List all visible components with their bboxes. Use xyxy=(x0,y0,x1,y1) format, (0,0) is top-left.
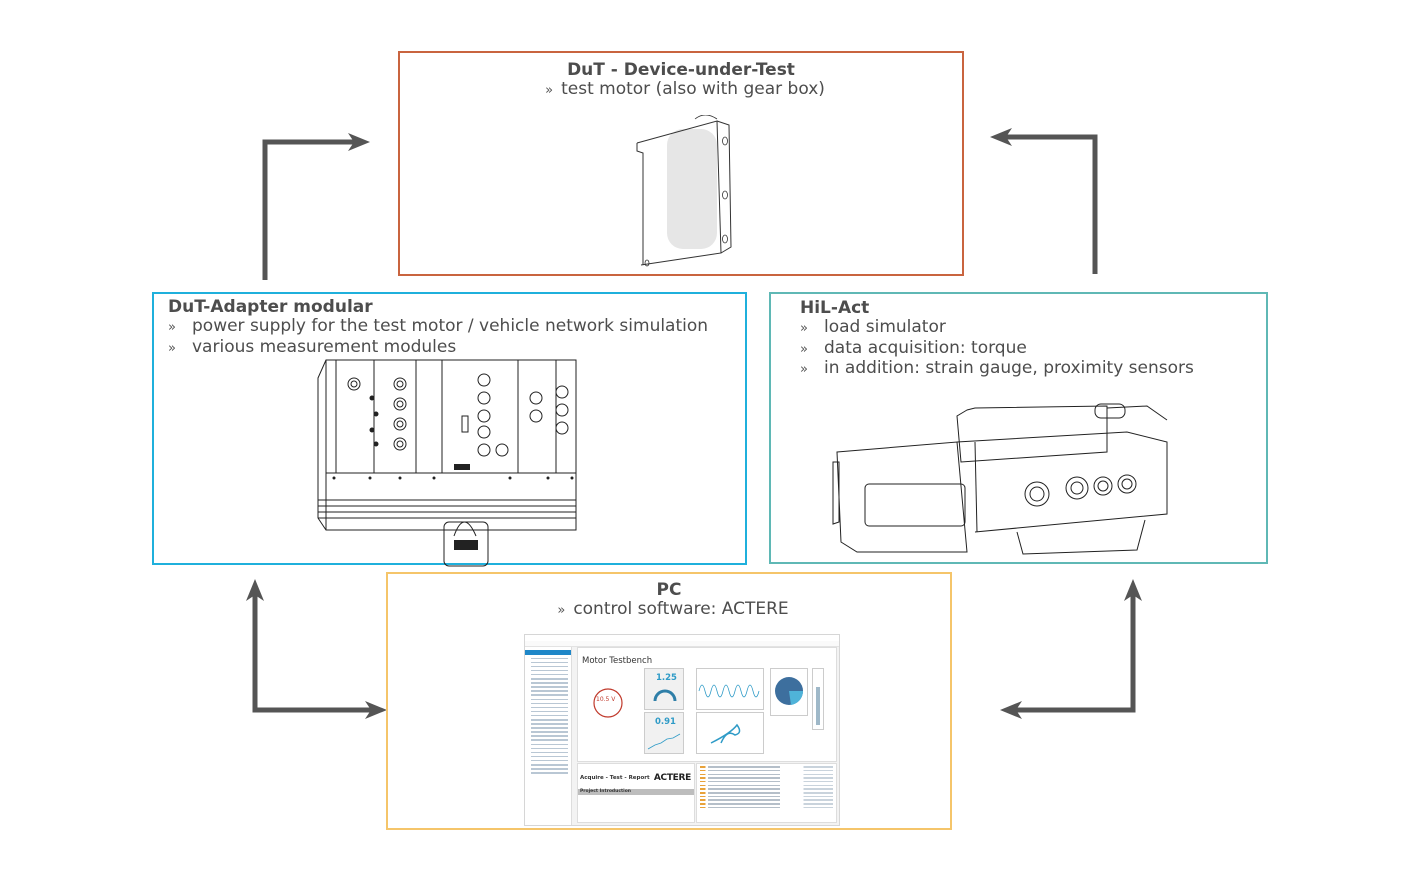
bullet-icon: » xyxy=(168,320,176,335)
screenshot-project-tree xyxy=(525,647,572,825)
dut-title: DuT - Device-under-Test xyxy=(567,60,795,80)
level-bar xyxy=(812,668,824,730)
adapter-bullet: »power supply for the test motor / vehic… xyxy=(168,316,709,336)
screenshot-menubar xyxy=(525,641,839,647)
arrow-pc-adapter xyxy=(252,590,378,713)
bullet-icon: » xyxy=(800,341,808,357)
project-section: Project Introduction xyxy=(578,789,694,795)
hil-act-box: HiL-Act »load simulator »data acquisitio… xyxy=(769,292,1268,564)
arrow-pc-hil xyxy=(1010,590,1136,713)
value-panel-2: 0.91 xyxy=(644,712,684,754)
screenshot-titlebar xyxy=(525,635,839,641)
actere-logo: ACTERE xyxy=(653,773,691,783)
dut-adapter-box: DuT-Adapter modular »power supply for th… xyxy=(152,292,747,567)
value-panel-1: 1.25 xyxy=(644,668,684,710)
bullet-icon: » xyxy=(168,340,176,356)
screenshot-window-title: Motor Testbench xyxy=(582,656,653,666)
arrow-hil-to-dut xyxy=(1000,134,1098,274)
adapter-bullet: »various measurement modules xyxy=(168,336,457,357)
pie-chart xyxy=(770,668,808,716)
arrow-head-left-icon xyxy=(1000,701,1022,719)
hil-title: HiL-Act xyxy=(800,298,870,318)
screenshot-report-panel: Acquire - Test - Report ACTERE Project I… xyxy=(577,763,695,823)
dut-box: DuT - Device-under-Test »test motor (als… xyxy=(398,51,964,276)
hil-bullet: »data acquisition: torque xyxy=(800,337,1027,358)
arrow-head-right-icon xyxy=(348,133,370,151)
test-motor-illustration xyxy=(636,115,732,267)
voltage-value: 10.5 V xyxy=(596,696,616,703)
actere-software-screenshot: Motor Testbench 10.5 V 1.25 0.91 xyxy=(524,634,840,826)
hil-bullet: »in addition: strain gauge, proximity se… xyxy=(800,358,1194,378)
bullet-icon: » xyxy=(800,321,808,336)
bullet-icon: » xyxy=(545,83,554,98)
voltage-gauge-icon xyxy=(593,688,623,718)
arrow-adapter-to-dut xyxy=(262,139,362,280)
polar-chart xyxy=(696,712,764,754)
sine-chart xyxy=(696,668,764,710)
dut-bullet: »test motor (also with gear box) xyxy=(400,79,962,101)
hil-bullet: »load simulator xyxy=(800,317,946,337)
load-actuator-illustration xyxy=(832,403,1168,555)
screenshot-log-panel xyxy=(696,763,837,823)
arrow-head-left-icon xyxy=(990,128,1012,146)
bullet-icon: » xyxy=(557,603,566,618)
pc-title: PC xyxy=(656,580,682,600)
report-title: Acquire - Test - Report xyxy=(580,775,650,781)
adapter-title: DuT-Adapter modular xyxy=(168,297,373,317)
arrow-head-right-icon xyxy=(365,701,387,719)
arrow-head-up-icon xyxy=(246,579,264,601)
arrow-head-up-icon xyxy=(1124,579,1142,601)
pc-bullet: »control software: ACTERE xyxy=(388,599,950,621)
bullet-icon: » xyxy=(800,362,808,377)
modular-rack-illustration xyxy=(317,359,577,567)
pc-box: PC »control software: ACTERE Motor Testb… xyxy=(386,572,952,830)
screenshot-dashboard: Motor Testbench 10.5 V 1.25 0.91 xyxy=(577,647,837,762)
